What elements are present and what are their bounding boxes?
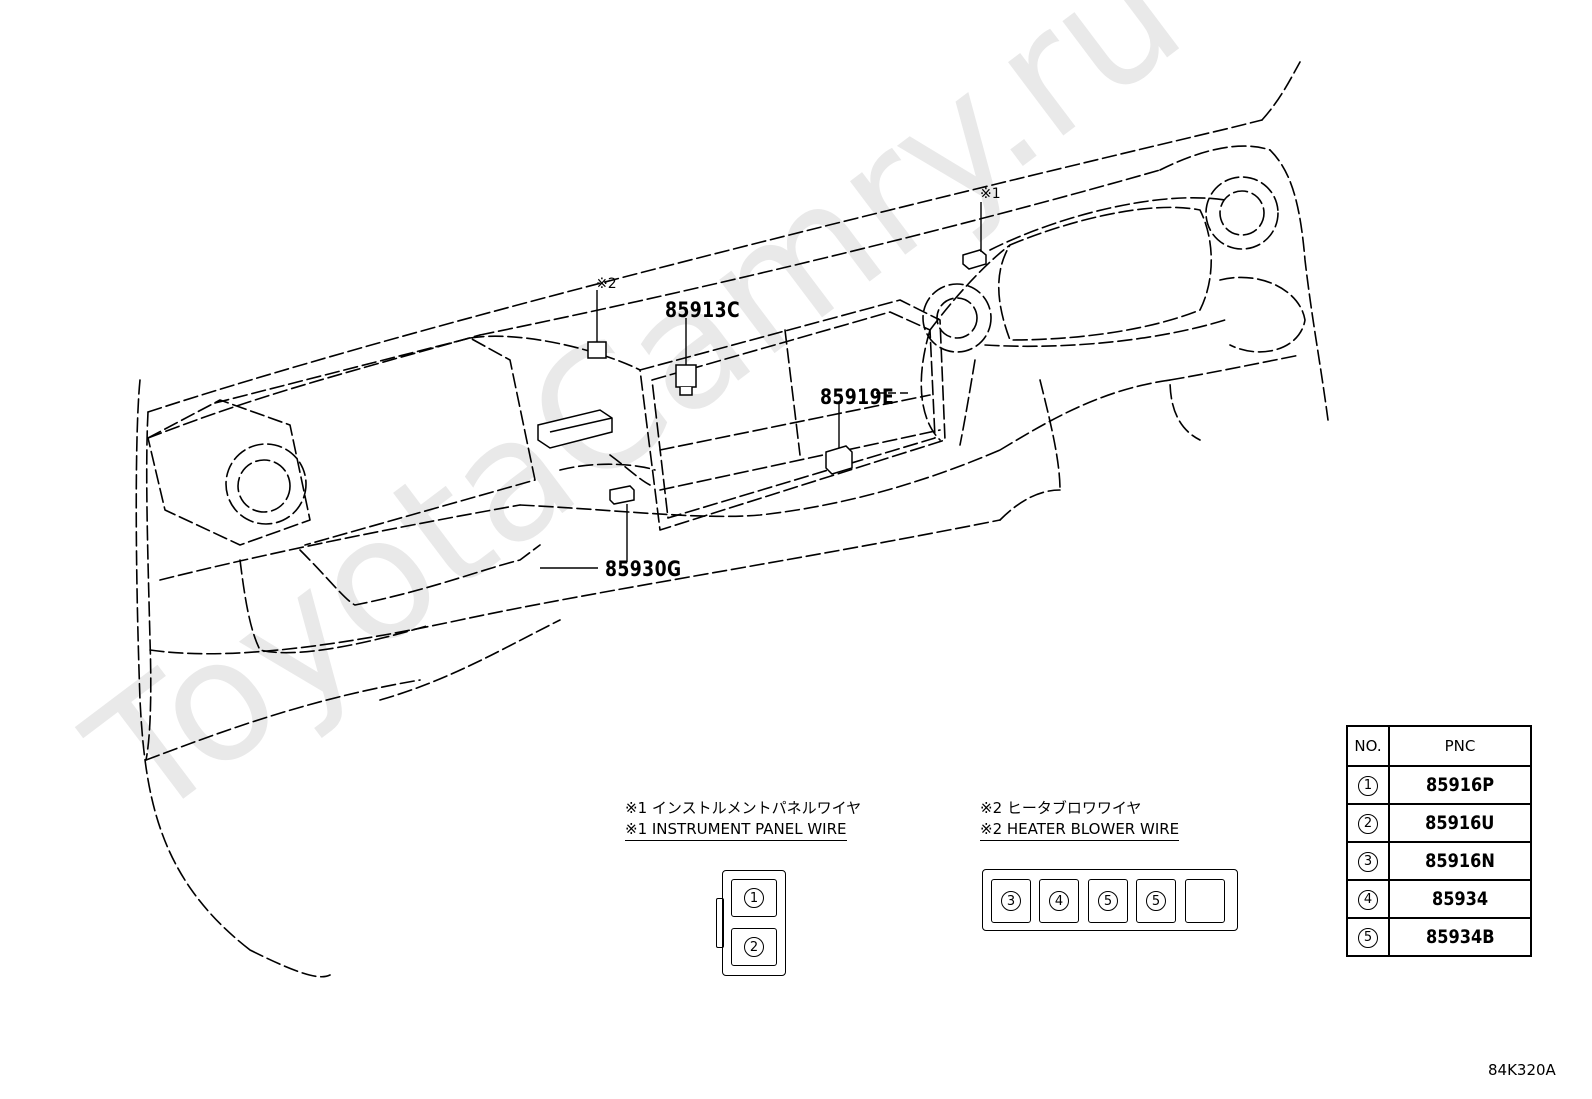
mark-2-label: ※2 (596, 276, 617, 292)
table-row: 1 85916P (1346, 765, 1532, 805)
table-row: 5 85934B (1346, 917, 1532, 957)
connector-latch (716, 898, 724, 948)
part-label-85913c: 85913C (665, 298, 741, 322)
table-row: 2 85916U (1346, 803, 1532, 843)
connector-slot: 1 (731, 879, 777, 917)
connector-slot: 5 (1136, 879, 1176, 923)
part-label-85930g: 85930G (605, 557, 682, 581)
column-header-pnc: PNC (1388, 725, 1532, 767)
slot-number: 2 (744, 937, 764, 957)
row-pnc: 85934B (1425, 926, 1495, 948)
row-number: 1 (1358, 775, 1378, 796)
connector-slot: 2 (731, 928, 777, 966)
pnc-table: NO. PNC 1 85916P 2 85916U 3 85916N 4 859… (1346, 725, 1532, 957)
instrument-panel-connector (722, 870, 786, 976)
connector-slot: 5 (1088, 879, 1128, 923)
row-pnc: 85916N (1425, 850, 1495, 872)
slot-number: 1 (744, 888, 764, 908)
note-2-japanese: ※2 ヒータブロワワイヤ (980, 799, 1142, 817)
table-row: 4 85934 (1346, 879, 1532, 919)
connector-slot: 4 (1039, 879, 1079, 923)
slot-number: 4 (1049, 891, 1069, 911)
part-label-85919e: 85919E (820, 385, 895, 409)
column-header-no: NO. (1346, 725, 1390, 767)
slot-number: 5 (1098, 891, 1118, 911)
row-pnc: 85934 (1431, 888, 1489, 910)
slot-number: 5 (1146, 891, 1166, 911)
note-1-english: ※1 INSTRUMENT PANEL WIRE (625, 820, 847, 841)
row-number: 2 (1358, 813, 1378, 834)
diagram-code: 84K320A (1488, 1061, 1556, 1079)
row-number: 3 (1358, 851, 1378, 872)
row-pnc: 85916U (1425, 812, 1495, 834)
note-2-english: ※2 HEATER BLOWER WIRE (980, 820, 1180, 841)
mark-1-label: ※1 (980, 186, 1001, 202)
note-1-japanese: ※1 インストルメントパネルワイヤ (625, 799, 862, 817)
row-number: 5 (1358, 927, 1378, 948)
connector-slot-empty (1185, 879, 1225, 923)
slot-number: 3 (1001, 891, 1021, 911)
row-pnc: 85916P (1425, 774, 1495, 796)
connector-slot: 3 (991, 879, 1031, 923)
row-number: 4 (1358, 889, 1378, 910)
table-header-row: NO. PNC (1346, 725, 1532, 767)
heater-blower-connector (982, 869, 1238, 931)
table-row: 3 85916N (1346, 841, 1532, 881)
